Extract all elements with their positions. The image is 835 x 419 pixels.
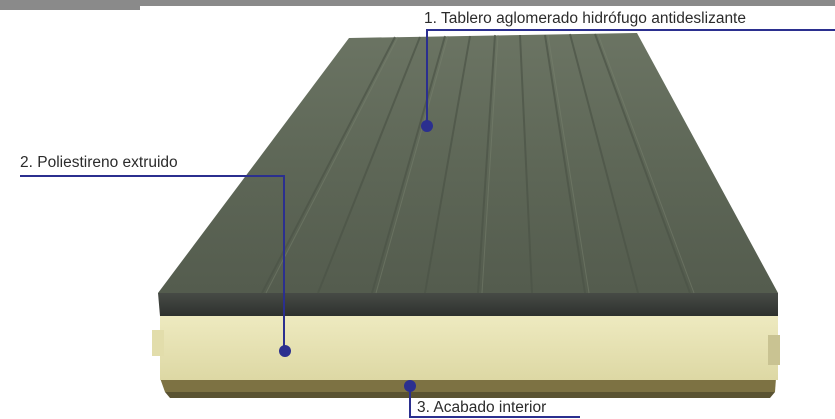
foam-groove-right (768, 335, 780, 365)
board-groove-highlights (265, 33, 695, 294)
callout-label-board: 1. Tablero aglomerado hidrófugo antidesl… (424, 10, 746, 27)
foam-core-layer (160, 315, 778, 380)
callout-dot-3 (404, 380, 416, 392)
board-front-edge (158, 293, 778, 316)
header-bar-accent (0, 6, 140, 10)
leader-line-1 (426, 29, 835, 126)
board-top-surface (158, 33, 778, 293)
header-bar (0, 0, 835, 6)
callout-dot-2 (279, 345, 291, 357)
leader-line-3 (409, 386, 580, 418)
leader-lines (20, 29, 835, 418)
leader-line-2 (20, 175, 285, 350)
callout-dot-1 (421, 120, 433, 132)
board-grooves (261, 33, 691, 294)
interior-finish-shadow (165, 392, 775, 398)
callout-label-foam: 2. Poliestireno extruido (20, 154, 178, 171)
callout-label-finish: 3. Acabado interior (417, 399, 547, 416)
foam-tongue-left (152, 330, 164, 356)
interior-finish-layer (160, 378, 776, 392)
